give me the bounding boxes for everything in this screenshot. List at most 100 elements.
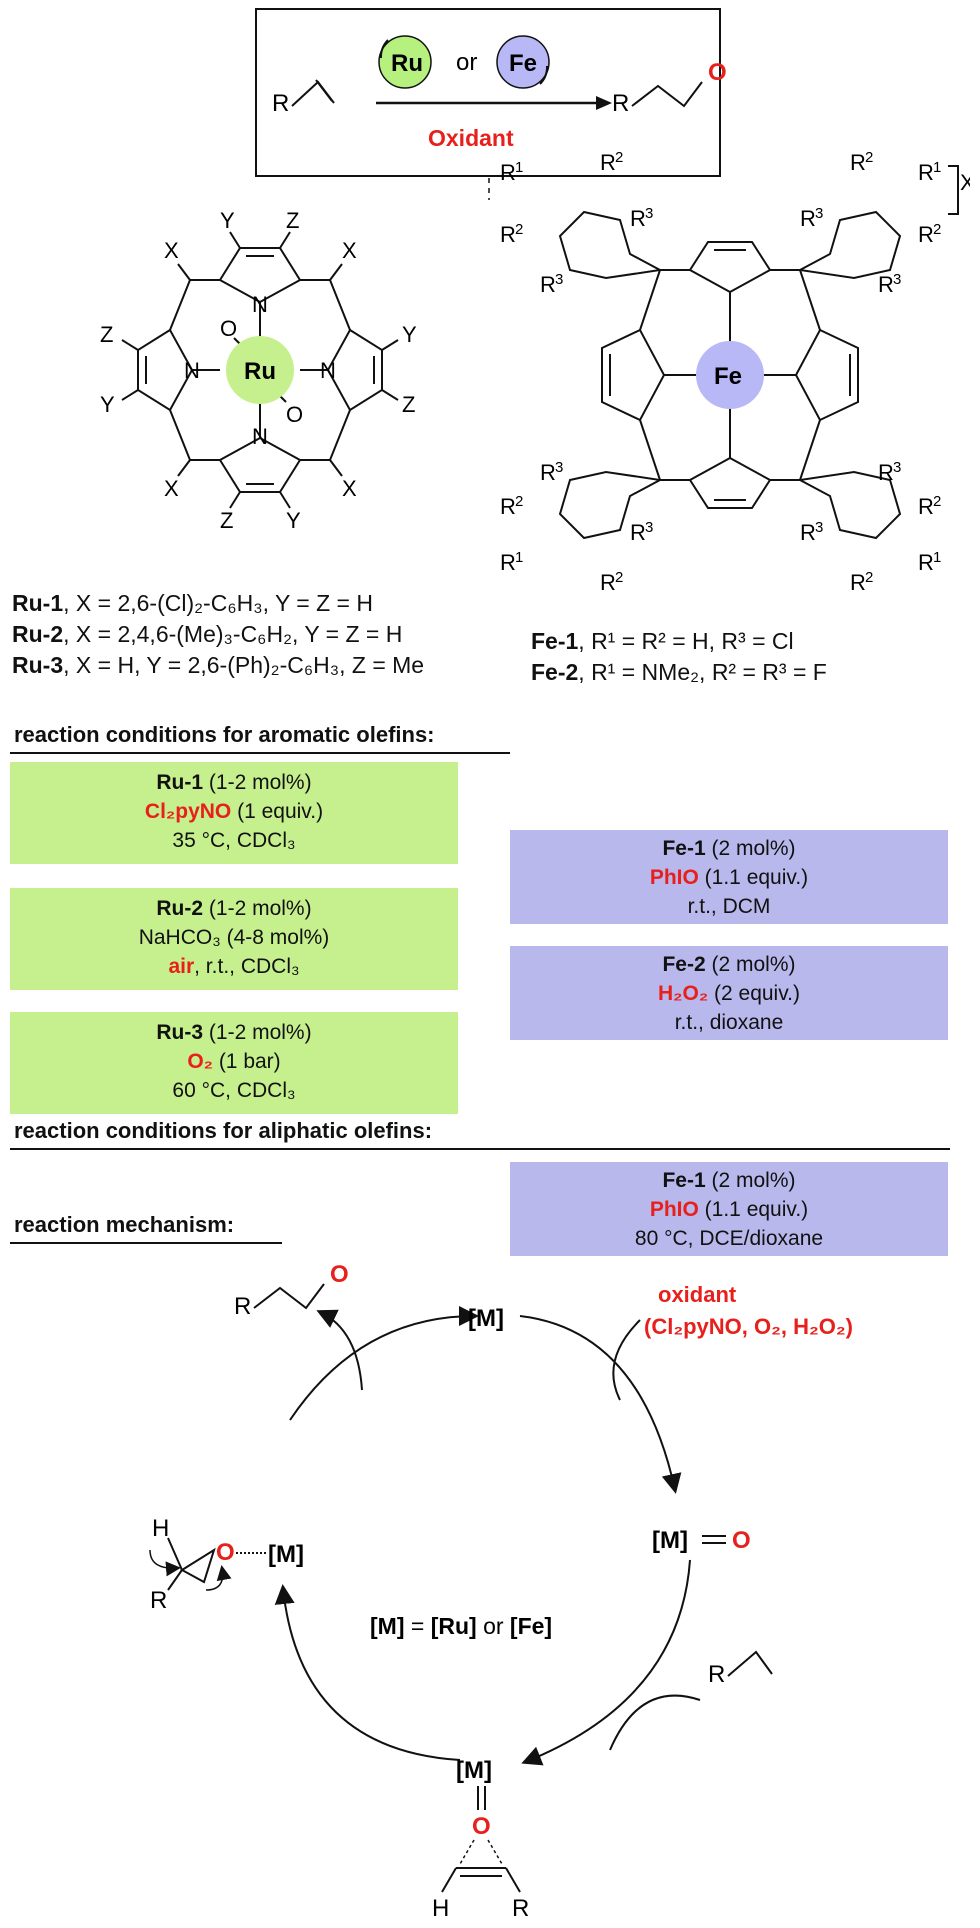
- svg-text:R: R: [150, 1587, 167, 1614]
- svg-text:1: 1: [933, 549, 941, 566]
- svg-text:2: 2: [865, 569, 873, 586]
- svg-text:N: N: [252, 292, 268, 317]
- svg-text:H: H: [152, 1515, 169, 1542]
- mech-m-top: [M]: [468, 1305, 504, 1332]
- svg-text:R: R: [800, 520, 816, 545]
- svg-text:R: R: [918, 494, 934, 519]
- svg-text:Z: Z: [402, 392, 415, 417]
- fe-legend-line: Fe-1, R¹ = R² = H, R³ = Cl: [531, 628, 794, 654]
- ru-center: [226, 336, 294, 404]
- svg-text:2: 2: [933, 221, 941, 238]
- svg-text:N: N: [320, 358, 336, 383]
- svg-text:R: R: [500, 222, 516, 247]
- svg-text:3: 3: [645, 205, 653, 222]
- svg-text:Z: Z: [100, 322, 113, 347]
- svg-text:R: R: [630, 206, 646, 231]
- section-aliphatic: reaction conditions for aliphatic olefin…: [14, 1118, 433, 1143]
- ru-legend-line: Ru-2, X = 2,4,6-(Me)₃-C₆H₂, Y = Z = H: [12, 621, 403, 647]
- mech-oxidant-title: oxidant: [658, 1282, 737, 1307]
- svg-text:R: R: [918, 222, 934, 247]
- svg-text:O: O: [472, 1813, 491, 1840]
- svg-text:R: R: [234, 1293, 251, 1320]
- svg-text:2: 2: [515, 221, 523, 238]
- oxidant-label: Oxidant: [428, 125, 514, 151]
- scheme-frame: [255, 8, 721, 177]
- svg-text:1: 1: [933, 159, 941, 176]
- condition-fe1: Fe-1 (2 mol%) PhIO (1.1 equiv.) r.t., DC…: [510, 830, 948, 924]
- svg-text:X: X: [164, 476, 179, 501]
- ru-badge: [378, 35, 432, 89]
- svg-text:2: 2: [865, 150, 873, 166]
- svg-text:3: 3: [893, 271, 901, 288]
- ru-legend-line: Ru-1, X = 2,6-(Cl)₂-C₆H₃, Y = Z = H: [12, 590, 373, 616]
- mechanism-cycle: R O [M] oxidant (Cl₂pyNO, O₂, H₂O₂) [M] …: [149, 1261, 853, 1922]
- svg-text:Y: Y: [220, 208, 235, 233]
- svg-text:R: R: [918, 550, 934, 575]
- section-aromatic: reaction conditions for aromatic olefins…: [14, 722, 435, 747]
- svg-text:2: 2: [933, 493, 941, 510]
- section-mechanism: reaction mechanism:: [14, 1212, 235, 1237]
- or-text: or: [456, 49, 477, 76]
- svg-text:R: R: [850, 570, 866, 595]
- svg-text:O: O: [732, 1527, 751, 1554]
- svg-text:3: 3: [815, 519, 823, 536]
- condition-ru1: Ru-1 (1-2 mol%) Cl₂pyNO (1 equiv.) 35 °C…: [10, 762, 458, 864]
- fe-legend-line: Fe-2, R¹ = NMe₂, R² = R³ = F: [531, 659, 827, 685]
- svg-text:3: 3: [555, 271, 563, 288]
- condition-fe2: Fe-2 (2 mol%) H₂O₂ (2 equiv.) r.t., diox…: [510, 946, 948, 1040]
- svg-text:X: X: [342, 476, 357, 501]
- svg-text:3: 3: [555, 459, 563, 476]
- ru-legend: Ru-1, X = 2,6-(Cl)₂-C₆H₃, Y = Z = H Ru-2…: [12, 588, 424, 681]
- svg-text:R: R: [500, 550, 516, 575]
- svg-text:R: R: [800, 206, 816, 231]
- svg-text:R: R: [878, 460, 894, 485]
- svg-text:1: 1: [515, 159, 523, 176]
- svg-text:Z: Z: [220, 508, 233, 533]
- mech-m-oxo: [M]: [652, 1527, 688, 1554]
- svg-text:Fe: Fe: [714, 363, 742, 390]
- fe-counterion: X: [960, 170, 970, 195]
- svg-text:Y: Y: [286, 508, 301, 533]
- ru-porphyrin-structure: Ru N N N N O O X X X X Y Z Z Y Z Y Y Z: [100, 208, 417, 533]
- svg-text:O: O: [330, 1261, 349, 1288]
- svg-text:3: 3: [645, 519, 653, 536]
- svg-text:R: R: [850, 150, 866, 175]
- reaction-scheme: R Ru or Fe Oxidant R O: [255, 8, 727, 200]
- substrate-r-label: R: [272, 90, 289, 117]
- svg-text:X: X: [342, 238, 357, 263]
- svg-text:R: R: [512, 1895, 529, 1922]
- svg-text:R: R: [918, 160, 934, 185]
- mech-oxidant-list: (Cl₂pyNO, O₂, H₂O₂): [644, 1314, 853, 1339]
- fe-center: [696, 341, 764, 409]
- svg-text:Z: Z: [286, 208, 299, 233]
- svg-text:X: X: [164, 238, 179, 263]
- svg-text:O: O: [220, 316, 237, 341]
- svg-text:R: R: [630, 520, 646, 545]
- svg-text:3: 3: [893, 459, 901, 476]
- svg-text:R: R: [708, 1661, 725, 1688]
- rule-mechanism: [10, 1242, 282, 1244]
- svg-text:R: R: [540, 272, 556, 297]
- mech-m-left: [M]: [268, 1541, 304, 1568]
- svg-text:Ru: Ru: [391, 50, 423, 77]
- svg-text:N: N: [252, 424, 268, 449]
- product-chain: [631, 81, 703, 108]
- svg-text:N: N: [184, 358, 200, 383]
- svg-text:1: 1: [515, 549, 523, 566]
- fe-badge: [496, 35, 550, 89]
- rule-aliphatic: [10, 1148, 950, 1150]
- svg-text:R: R: [500, 160, 516, 185]
- svg-text:Fe: Fe: [509, 50, 537, 77]
- svg-text:R: R: [600, 150, 616, 175]
- product-r-label: R: [612, 90, 629, 117]
- svg-text:Y: Y: [402, 322, 417, 347]
- svg-text:2: 2: [515, 493, 523, 510]
- mech-m-bottom: [M]: [456, 1757, 492, 1784]
- product-aldehyde-o: O: [708, 59, 727, 86]
- svg-text:2: 2: [615, 150, 623, 166]
- svg-text:O: O: [216, 1539, 235, 1566]
- condition-ru2: Ru-2 (1-2 mol%) NaHCO₃ (4-8 mol%) air, r…: [10, 888, 458, 990]
- svg-text:Ru: Ru: [244, 358, 276, 385]
- condition-fe1-aliphatic: Fe-1 (2 mol%) PhIO (1.1 equiv.) 80 °C, D…: [510, 1162, 948, 1256]
